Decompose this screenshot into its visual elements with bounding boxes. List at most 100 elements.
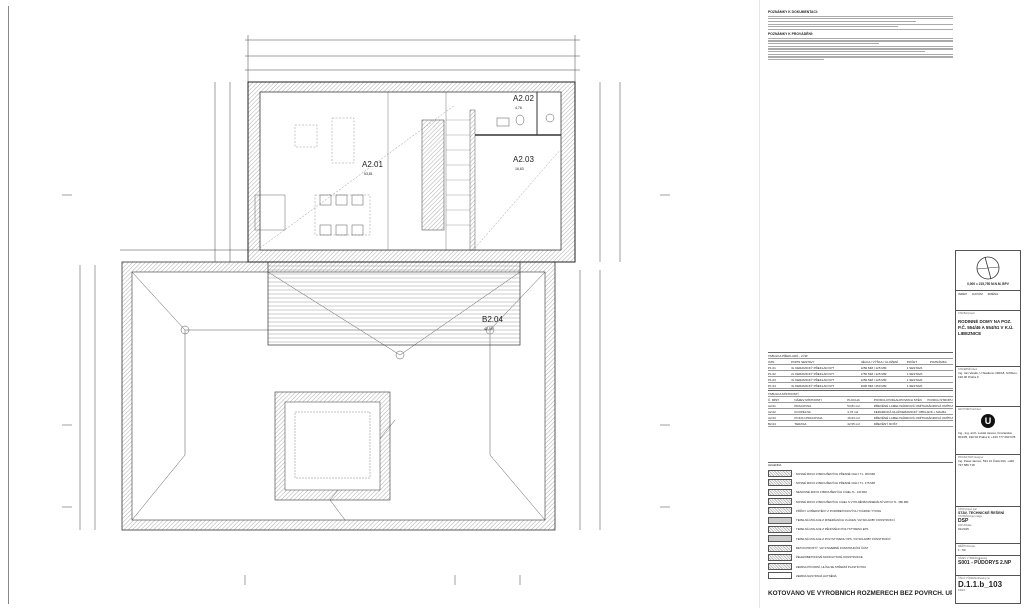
date-label: DATUM/date	[958, 524, 972, 527]
cell: KERAMICKÁ DLAŽBA	[873, 409, 900, 414]
drawing-name: S001 - PŮDORYS 2.NP	[958, 560, 1012, 566]
cell: A2.01	[768, 403, 776, 408]
legend-text: NOSNÉ ZDIVO Z BROUŠENÝCH PŘESNÉ CIHLY TL…	[796, 480, 875, 485]
designer: Ing. Pavel Janout, 534 21 Čistá 294, +42…	[958, 459, 1014, 467]
legend-text: NOSNÉ ZDIVO Z BROUŠENÝCH CIHEL S VYPLNĚN…	[796, 499, 909, 504]
legend-title: LEGENDA	[768, 463, 782, 467]
project-label: STAVBA/project	[958, 312, 975, 315]
legend-swatch	[768, 535, 792, 543]
cell: 53,81 m2	[847, 403, 860, 408]
legend-text: TEPELNÁ IZOLACE Z MINERÁLNÍCH VLÁKEN, VI…	[796, 518, 895, 523]
legend-swatch	[768, 479, 792, 487]
washbasin-icon	[496, 117, 510, 127]
architect: Ing., Ing. arch. Lukáš Janout, Kročanská…	[958, 431, 1016, 439]
room-label-a2-01: A2.01	[362, 160, 383, 169]
architect-logo: U	[981, 414, 995, 428]
lintel-table: TABULKA PŘEKLADŮ - 2.NP OZN.POPIS SESTAV…	[768, 352, 953, 389]
cell: P1.02	[768, 371, 776, 376]
legend-text: ŽELEZOBETONOVÉ MONOLITICKÉ KONSTRUKCE	[796, 555, 863, 560]
legend-swatch	[768, 572, 792, 580]
cell: B2.04	[768, 421, 776, 426]
legend-swatch	[768, 498, 792, 506]
designer-label: PROJEKTANT/designer	[958, 456, 984, 459]
cell: P1.01	[768, 365, 776, 370]
cell: 3000 MM / 250 MM	[860, 383, 887, 388]
elevation-reference: 0,000 = 215,750 M.N.M. BPV	[967, 282, 1009, 286]
cell: 1250 MM / 125 MM	[860, 365, 887, 370]
room-table: TABULKA MÍSTNOSTÍ Č. MÍST. NÁZEV MÍSTNOST…	[768, 390, 953, 427]
drawing-name-label: NÁZEV VÝKRESU/drawing	[958, 557, 988, 560]
table-title: TABULKA MÍSTNOSTÍ	[768, 391, 953, 397]
legend-item: ZEMINA PŮVODNÍ, HLÍNA SE STŘEDNÍ PLASTIC…	[768, 562, 953, 571]
dimension-lines	[79, 35, 621, 530]
room-area: 4,76	[515, 106, 522, 110]
legend-swatch	[768, 553, 792, 561]
legend-swatch	[768, 544, 792, 552]
legend-item: ZEMINA NASYPANÁ HUTNĚNÁ	[768, 571, 953, 580]
cell: 1 SESTAVA	[906, 383, 923, 388]
cell: KOUPELNA	[794, 409, 811, 414]
notes-heading-documentation: POZNÁMKY K DOKUMENTACI:	[768, 10, 818, 14]
north-arrow-icon	[976, 256, 1000, 280]
cell: 1750 MM / 125 MM	[860, 371, 887, 376]
legend-swatch	[768, 563, 792, 571]
legend-swatch	[768, 507, 792, 515]
index-label: INDEX	[958, 589, 966, 592]
architect-label: ARCHITEKT/architect	[958, 408, 982, 411]
legend-text: ZEMINA NASYPANÁ HUTNĚNÁ	[796, 573, 837, 578]
dining-chairs	[319, 194, 364, 236]
cell: 3x KERAMICKÝ PŘEKLAD KP7	[791, 383, 835, 388]
legend: LEGENDA NOSNÉ ZDIVO Z BROUŠENÝCH PŘESNÉ …	[768, 462, 953, 581]
courtyard-skylight	[274, 391, 391, 501]
table-row: P1.02 2x KERAMICKÝ PŘEKLAD KP7 1750 MM / 1…	[768, 371, 953, 377]
legend-item: NOSNÉ ZDIVO Z BROUŠENÝCH PŘESNÉ CIHLY TL…	[768, 469, 953, 478]
cell: 1250 MM / 125 MM	[860, 377, 887, 382]
roof-drain-icon	[395, 350, 405, 360]
legend-swatch	[768, 516, 792, 524]
cell: 1 SESTAVA	[906, 371, 923, 376]
header-cell: POPIS SESTAVY	[791, 359, 815, 364]
room-area: 16,63	[515, 167, 524, 171]
project-name: RODINNÉ DOMY NA POZ. P.Č. 554/46 A 554/5…	[958, 319, 1014, 336]
sheet-frame	[8, 6, 1021, 604]
room-label-a2-02: A2.02	[513, 94, 534, 103]
client: Ing. Jan Vaněk, U Stadionu 190/18, Stříž…	[958, 371, 1018, 379]
cell: POKOJ-PRACOVNA	[794, 415, 823, 420]
header-cell: NÁZEV MÍSTNOSTI	[794, 397, 822, 402]
legend-swatch	[768, 470, 792, 478]
legend-text: NOSNÉ ZDIVO Z BROUŠENÝCH PŘESNÉ CIHLY TL…	[796, 471, 875, 476]
header-cell: DÉLKA / VÝŠKA / ULOŽENÍ	[860, 359, 899, 364]
notes-heading-execution: POZNÁMKY K PROVÁDĚNÍ:	[768, 32, 813, 37]
cell: A2.02	[768, 409, 776, 414]
legend-text: NENOSNÉ ZDIVO Z BROUŠENÝCH CIHEL TL. 140…	[796, 490, 867, 495]
upper-floor-walls	[247, 81, 576, 263]
cell: SÁDROVÁ OMÍTKA	[926, 403, 953, 408]
cell: KERAMICKÝ OBKLAD	[900, 409, 926, 414]
table-title: TABULKA PŘEKLADŮ - 2.NP	[768, 353, 953, 359]
grid-axis-markers	[62, 194, 670, 585]
cell: A2.03	[768, 415, 776, 420]
part-label: ČÁST/project part	[958, 508, 977, 511]
header-cell: Č. MÍST.	[768, 397, 780, 402]
cell: 4,76 m2	[847, 409, 859, 414]
legend-swatch	[768, 525, 792, 533]
header-cell: POZNÁMKA	[929, 359, 947, 364]
cell: 2x KERAMICKÝ PŘEKLAD KP7	[791, 371, 835, 376]
legend-text: PŘÍČKY A PŘEDSTĚNY Z PORÓBETONOVÝCH TVÁR…	[796, 508, 882, 513]
project-stage: DSP	[958, 518, 969, 524]
room-label-b2-04: B2.04	[482, 315, 503, 324]
scale-label: MĚŘÍTKO/scale	[958, 545, 976, 548]
cell: P1.04	[768, 383, 776, 388]
toilet-icon	[515, 114, 525, 126]
drawing-number-label: ČÍSLO VÝKRESU/drawing no.	[958, 577, 991, 580]
scale: 1 : 50	[958, 548, 966, 552]
staircase	[446, 119, 470, 226]
